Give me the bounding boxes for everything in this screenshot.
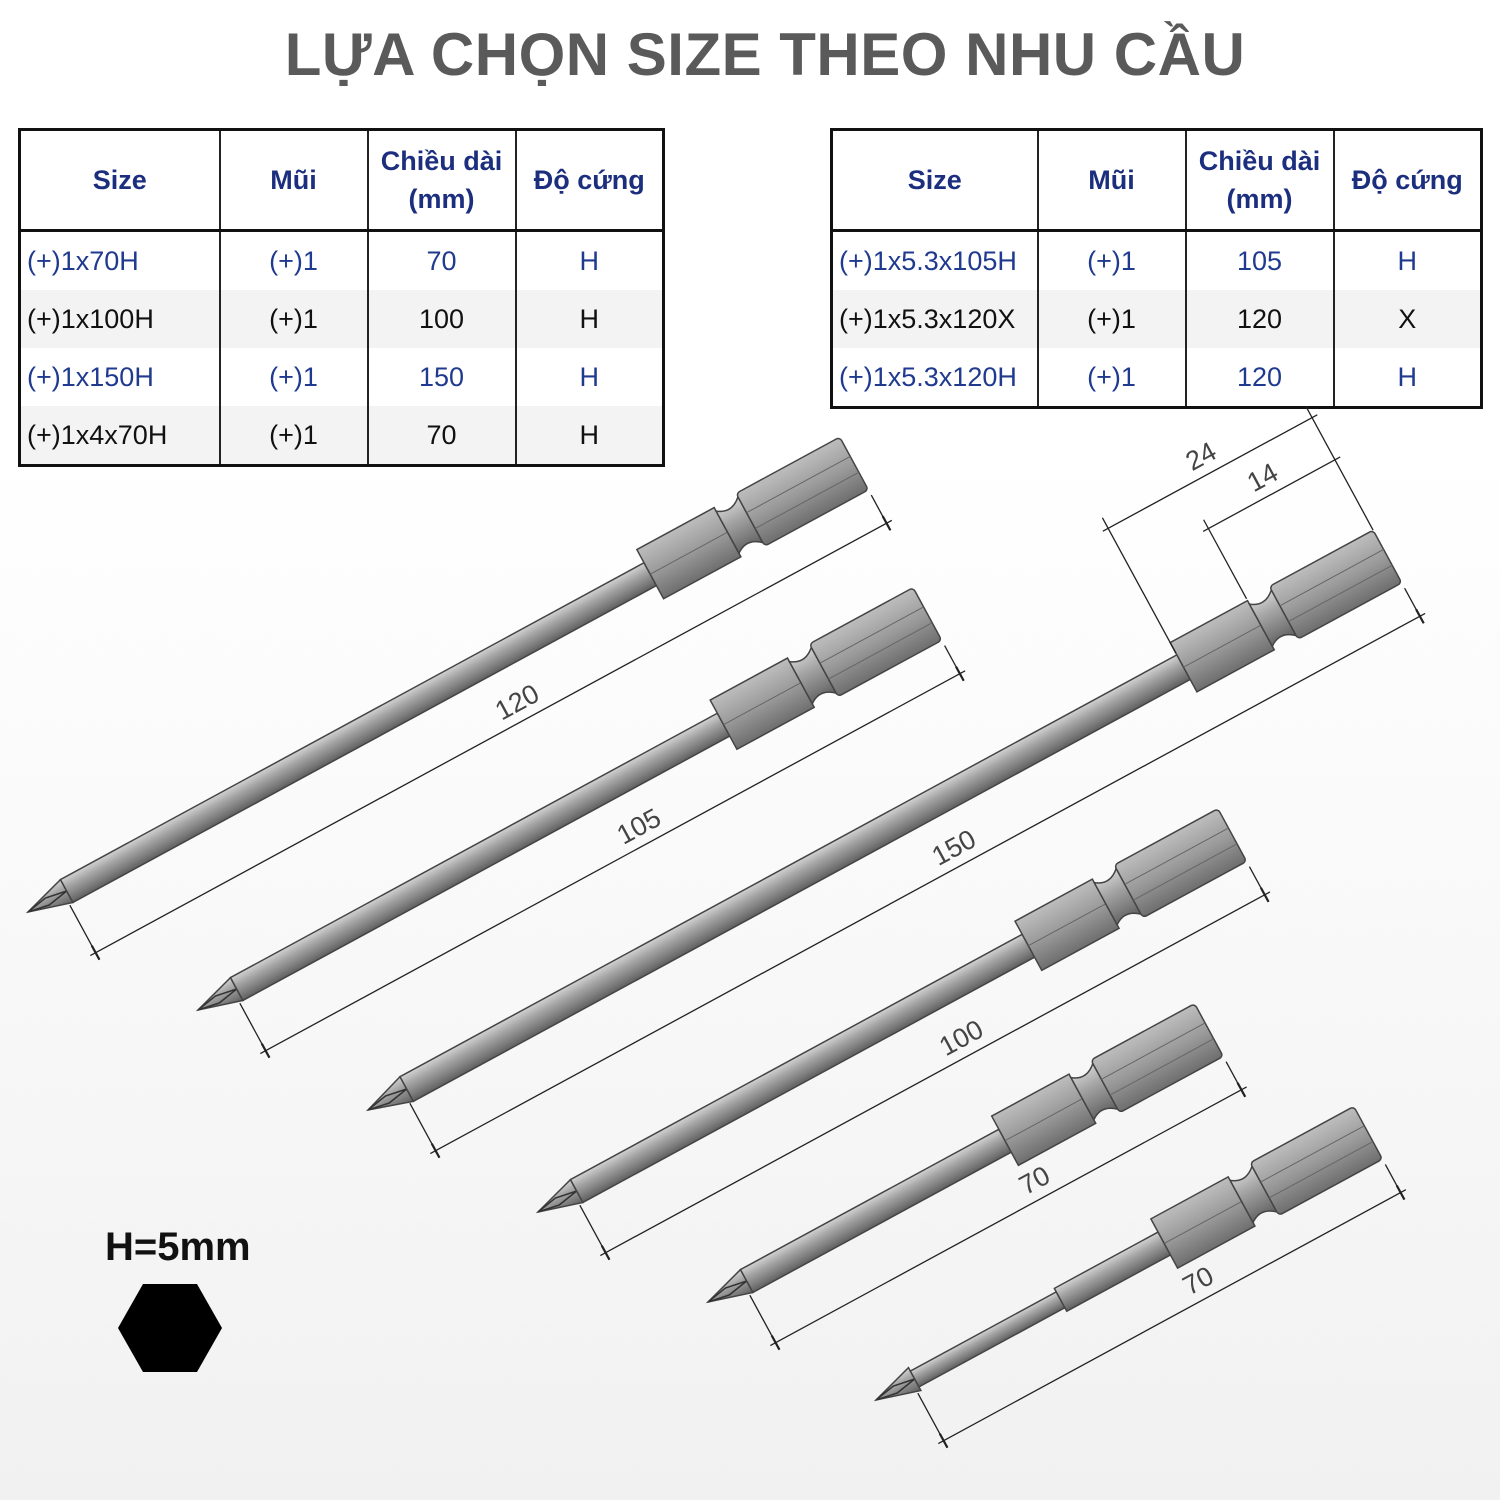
cell-length: 120 — [1185, 290, 1335, 348]
bit-4 — [535, 809, 1246, 1214]
cell-tip: (+)1 — [219, 230, 369, 290]
header-hardness: Độ cứng — [1333, 129, 1483, 232]
header-size: Size — [19, 129, 221, 232]
cell-hardness: H — [1333, 230, 1483, 290]
header-size: Size — [831, 129, 1039, 232]
bit-3 — [365, 530, 1402, 1112]
dimension-line: 150 — [409, 587, 1426, 1159]
cell-length: 150 — [367, 348, 517, 406]
cell-size: (+)1x4x70H — [19, 406, 221, 466]
cell-length: 70 — [367, 406, 517, 466]
cell-tip: (+)1 — [1037, 290, 1187, 348]
cell-size: (+)1x100H — [19, 290, 221, 348]
cell-tip: (+)1 — [219, 290, 369, 348]
cell-hardness: H — [515, 230, 665, 290]
page-title: LỰA CHỌN SIZE THEO NHU CẦU — [284, 21, 1246, 88]
cell-size: (+)1x5.3x120X — [831, 290, 1039, 348]
cell-hardness: H — [1333, 348, 1483, 408]
table-row: (+)1x4x70H (+)1 70 H — [19, 406, 665, 466]
cell-tip: (+)1 — [219, 406, 369, 466]
cell-tip: (+)1 — [1037, 230, 1187, 290]
table-row: (+)1x5.3x105H (+)1 105 H — [831, 230, 1483, 290]
dimension-label: 150 — [927, 824, 981, 872]
cell-size: (+)1x150H — [19, 348, 221, 406]
bit-5 — [705, 1004, 1223, 1304]
cell-length: 105 — [1185, 230, 1335, 290]
cell-hardness: X — [1333, 290, 1483, 348]
table-row: (+)1x5.3x120H (+)1 120 H — [831, 348, 1483, 408]
dimension-label: 105 — [612, 802, 666, 850]
cell-hardness: H — [515, 290, 665, 348]
size-table-left: Size Mũi Chiều dài (mm) Độ cứng (+)1x70H… — [18, 128, 665, 467]
bit-2 — [195, 588, 942, 1012]
cell-length: 70 — [367, 230, 517, 290]
dimension-line: 70 — [749, 1061, 1247, 1351]
hexagon-icon — [118, 1284, 222, 1372]
table-row: (+)1x70H (+)1 70 H — [19, 230, 665, 290]
header-tip: Mũi — [1037, 129, 1187, 232]
cell-hardness: H — [515, 348, 665, 406]
bit-1 — [25, 437, 868, 914]
cell-size: (+)1x5.3x120H — [831, 348, 1039, 408]
header-tip: Mũi — [219, 129, 369, 232]
cell-size: (+)1x70H — [19, 230, 221, 290]
cell-length: 100 — [367, 290, 517, 348]
cell-hardness: H — [515, 406, 665, 466]
table-header-row: Size Mũi Chiều dài (mm) Độ cứng — [831, 129, 1483, 232]
bit-6 — [873, 1107, 1382, 1402]
dimension-line: 70 — [917, 1164, 1407, 1449]
cell-length: 120 — [1185, 348, 1335, 408]
header-length: Chiều dài (mm) — [1185, 129, 1335, 232]
hex-size-label: H=5mm — [105, 1225, 251, 1269]
cell-size: (+)1x5.3x105H — [831, 230, 1039, 290]
table-row: (+)1x100H (+)1 100 H — [19, 290, 665, 348]
table-row: (+)1x5.3x120X (+)1 120 X — [831, 290, 1483, 348]
dimension-label: 100 — [934, 1014, 988, 1062]
dimension-label: 120 — [490, 678, 544, 726]
cell-tip: (+)1 — [1037, 348, 1187, 408]
cell-tip: (+)1 — [219, 348, 369, 406]
size-table-right: Size Mũi Chiều dài (mm) Độ cứng (+)1x5.3… — [830, 128, 1483, 409]
table-row: (+)1x150H (+)1 150 H — [19, 348, 665, 406]
header-length: Chiều dài (mm) — [367, 129, 517, 232]
table-header-row: Size Mũi Chiều dài (mm) Độ cứng — [19, 129, 665, 232]
header-hardness: Độ cứng — [515, 129, 665, 232]
